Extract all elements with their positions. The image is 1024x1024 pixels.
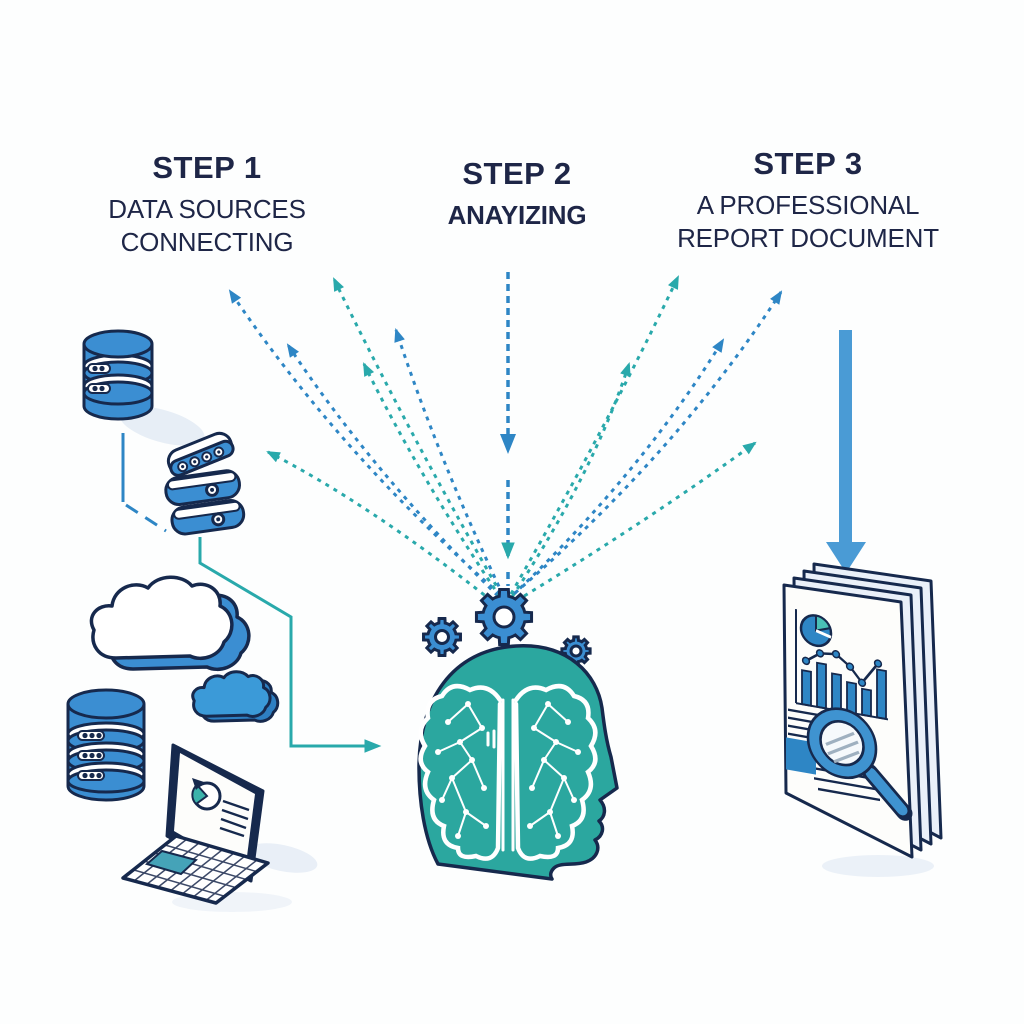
- cloud-icon: [89, 575, 251, 672]
- db-connector-line: [121, 433, 167, 533]
- step-2-subtitle-line-1: ANAYIZING: [447, 200, 587, 230]
- dashed-arrow: [515, 441, 757, 603]
- teal-connector-arrow: [198, 537, 382, 753]
- screen-text-lines: [219, 799, 250, 838]
- server-stack-icon: [164, 431, 246, 536]
- step-1-title: STEP 1: [152, 150, 262, 185]
- dashed-arrow: [394, 328, 505, 596]
- cloud-small-icon: [193, 672, 278, 722]
- report-document-icon: [782, 562, 943, 859]
- dashed-arrow-fan: [228, 275, 783, 603]
- step-3-heading: STEP 3 A PROFESSIONAL REPORT DOCUMENT: [648, 146, 968, 255]
- step-3-title: STEP 3: [753, 146, 863, 181]
- database-icon: [82, 329, 154, 421]
- step-2-title: STEP 2: [462, 156, 572, 191]
- step-1-subtitle-line-1: DATA SOURCES: [108, 194, 306, 224]
- report-pie-chart-icon: [799, 614, 833, 648]
- dashed-arrow: [510, 362, 631, 598]
- step-3-subtitle-line-1: A PROFESSIONAL: [696, 190, 920, 220]
- dashed-arrow: [228, 289, 501, 596]
- database-icon-2: [66, 688, 146, 802]
- dashed-arrow: [362, 362, 502, 598]
- solid-down-arrow: [826, 330, 866, 573]
- step-1-heading: STEP 1 DATA SOURCES CONNECTING: [57, 150, 357, 259]
- dashed-arrow: [511, 338, 725, 597]
- magnifier-icon: [806, 707, 913, 821]
- step-1-subtitle-line-2: CONNECTING: [120, 227, 294, 257]
- brain-circuit: [418, 683, 598, 861]
- laptop-trackpad: [144, 849, 199, 876]
- step-2-heading: STEP 2 ANAYIZING: [367, 156, 667, 232]
- gears: [422, 588, 591, 666]
- dashed-arrow: [286, 343, 500, 598]
- screen-pie-chart-icon: [191, 778, 222, 811]
- dashed-arrow: [514, 290, 783, 595]
- laptop-analytics-icon: [121, 743, 270, 905]
- report-line-chart-icon: [801, 649, 883, 687]
- dashed-arrow: [332, 277, 503, 595]
- dashed-arrow: [509, 275, 680, 595]
- step-3-subtitle-line-2: REPORT DOCUMENT: [677, 223, 939, 253]
- dashed-arrow: [266, 450, 493, 603]
- head-brain-icon: [417, 644, 619, 881]
